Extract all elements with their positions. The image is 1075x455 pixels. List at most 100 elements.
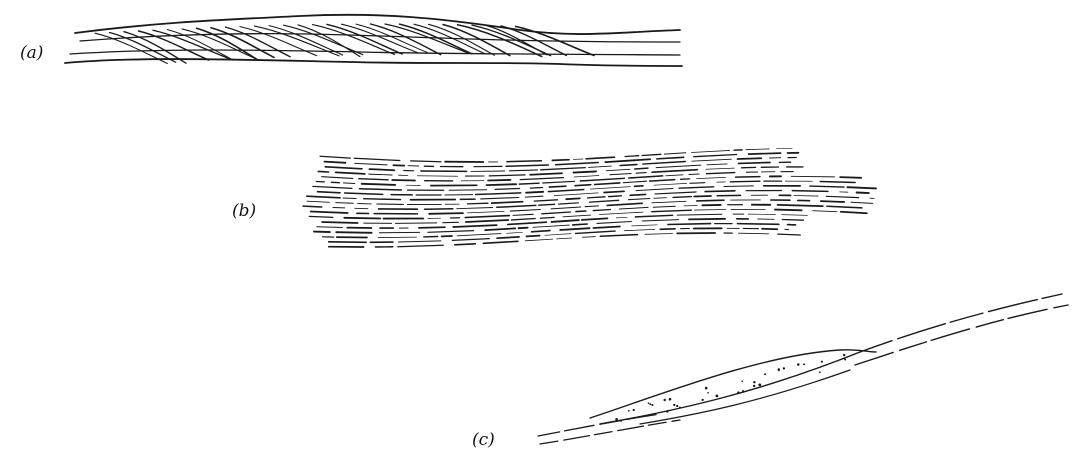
panel-b-lamina-dash (318, 171, 328, 172)
panel-b-lamina-dash (706, 168, 735, 169)
panel-b-lamina-dash (619, 207, 648, 209)
panel-b-lamina-dash (851, 202, 873, 203)
panel-b-lamina-dash (654, 198, 667, 199)
panel-b-lamina-dash (519, 183, 539, 184)
panel-b-lamina-dash (369, 169, 394, 170)
panel-b-lamina-dash (737, 224, 778, 225)
panel-c-lens-upper (590, 350, 876, 418)
panel-b-lamina-dash (398, 245, 444, 246)
panel-b-lamina-dash (483, 241, 518, 243)
panel-b-lamina-dash (575, 185, 591, 186)
panel-b-lamina-dash (325, 167, 362, 169)
panel-c-lamina-lower (855, 305, 1068, 365)
panel-c-grain (758, 384, 760, 386)
panel-b-lamina-dash (417, 176, 457, 177)
panel-b-lamina-dash (428, 231, 474, 233)
panel-b-lamina-dash (322, 177, 353, 179)
panel-b-lamina-dash (551, 207, 581, 209)
panel-b-lamina-dash (642, 220, 678, 221)
panel-b-lamina-dash (657, 157, 684, 159)
panel-b-lamina-dash (452, 239, 489, 241)
panel-b-lamina-dash (560, 228, 589, 230)
panel-c-grain (705, 387, 708, 390)
panel-b-lamina-dash (697, 200, 724, 201)
panel-b-lamina-dash (586, 157, 614, 159)
panel-b-lamina-dash (325, 162, 346, 163)
panel-b-lamina-dash (532, 231, 550, 232)
panel-a-foreset-lamina (327, 24, 402, 54)
panel-c-grain (707, 392, 709, 394)
panel-b-lamina-dash (782, 215, 808, 216)
panel-b-lamina-dash (573, 224, 588, 225)
panel-b-lamina-dash (820, 182, 855, 183)
panel-b-lamina-dash (600, 212, 644, 214)
panel-b-lamina-dash (580, 178, 624, 181)
panel-b-lamina-dash (468, 203, 489, 204)
panel-c-lens-lower (600, 352, 860, 424)
panel-b-lamina-dash (623, 181, 646, 183)
panel-b-lamina-dash (840, 177, 861, 178)
panel-b-lamina-dash (705, 191, 735, 192)
panel-b-lamina-dash (629, 176, 663, 178)
panel-b-lamina-dash (539, 204, 555, 205)
panel-b-lamina-dash (520, 178, 563, 180)
panel-c-grain (628, 410, 630, 412)
panel-b-lamina-dash (821, 201, 844, 202)
panel-b-lamina-dash (588, 197, 606, 198)
panel-c-grain (797, 363, 800, 366)
panel-b-lamina-dash (355, 163, 387, 165)
panel-b-lamina-dash (582, 218, 608, 220)
panel-b-lamina-dash (643, 162, 686, 165)
panel-c-grain (778, 370, 780, 372)
panel-b-lamina-dash (489, 175, 525, 176)
panel-b-lamina-dash (595, 183, 620, 185)
panel-b-lamina-dash (635, 168, 648, 169)
panel-b-lamina-dash (411, 161, 441, 162)
panel-b-lamina-dash (513, 214, 533, 215)
panel-b-lamina-dash (309, 216, 333, 217)
panel-b-lamina-dash (694, 155, 737, 157)
panel-b-lamina-dash (468, 211, 505, 213)
panel-b-lamina-dash (604, 191, 624, 192)
panel-b-lamina-dash (525, 239, 553, 241)
panel-b-lamina-dash (322, 222, 358, 223)
panel-b-lamina-dash (636, 173, 646, 174)
panel-b-lamina-dash (594, 227, 620, 229)
panel-b-lamina-dash (453, 225, 497, 227)
panel-b-lamina-dash (563, 215, 591, 217)
panel-b-lamina-dash (495, 189, 519, 190)
panel-a-foreset-lamina (371, 24, 441, 55)
panel-b-lamina-dash (485, 228, 515, 230)
panel-b-lamina-dash (652, 201, 686, 203)
panel-b-lamina-dash (465, 216, 509, 218)
panel-b-lamina-dash (689, 174, 699, 175)
panel-b-lamina-dash (429, 213, 463, 214)
panel-b-lamina-dash (668, 224, 711, 225)
panel-b-lamina-dash (506, 165, 548, 166)
panel-b-lamina-dash (597, 222, 631, 224)
panel-b-lamina-dash (664, 153, 686, 154)
panel-b-lamina-dash (656, 165, 701, 168)
panel-b-lamina-dash (545, 234, 571, 236)
panel-b-lamina-dash (510, 170, 538, 171)
panel-b-lamina-dash (606, 169, 630, 170)
panel-b-lamina-dash (457, 208, 493, 209)
panel-b-lamina-dash (492, 202, 523, 203)
panel-b-lamina-dash (566, 198, 580, 199)
panel-b-lamina-dash (354, 158, 400, 160)
panel-c-grain (666, 410, 668, 412)
panel-c-grain (649, 403, 651, 405)
panel-b-lamina-dash (677, 214, 722, 215)
panel-b-lamina-dash (689, 219, 725, 220)
panel-b-lamina-dash (320, 156, 350, 158)
panel-b-lamina-dash (650, 180, 675, 182)
panel-b-lamina-dash (654, 183, 687, 185)
panel-b-lamina-dash (542, 212, 571, 214)
panel-b-lamina-dash (313, 186, 352, 188)
panel-b-lamina-dash (526, 192, 543, 193)
panel-b-lamina-dash (590, 200, 619, 202)
panel-b-lamina-dash (549, 186, 566, 187)
panel-b-lamina-dash (813, 211, 837, 212)
panel-b-lamina-dash (318, 192, 341, 193)
panel-b-lamina-dash (609, 196, 622, 197)
